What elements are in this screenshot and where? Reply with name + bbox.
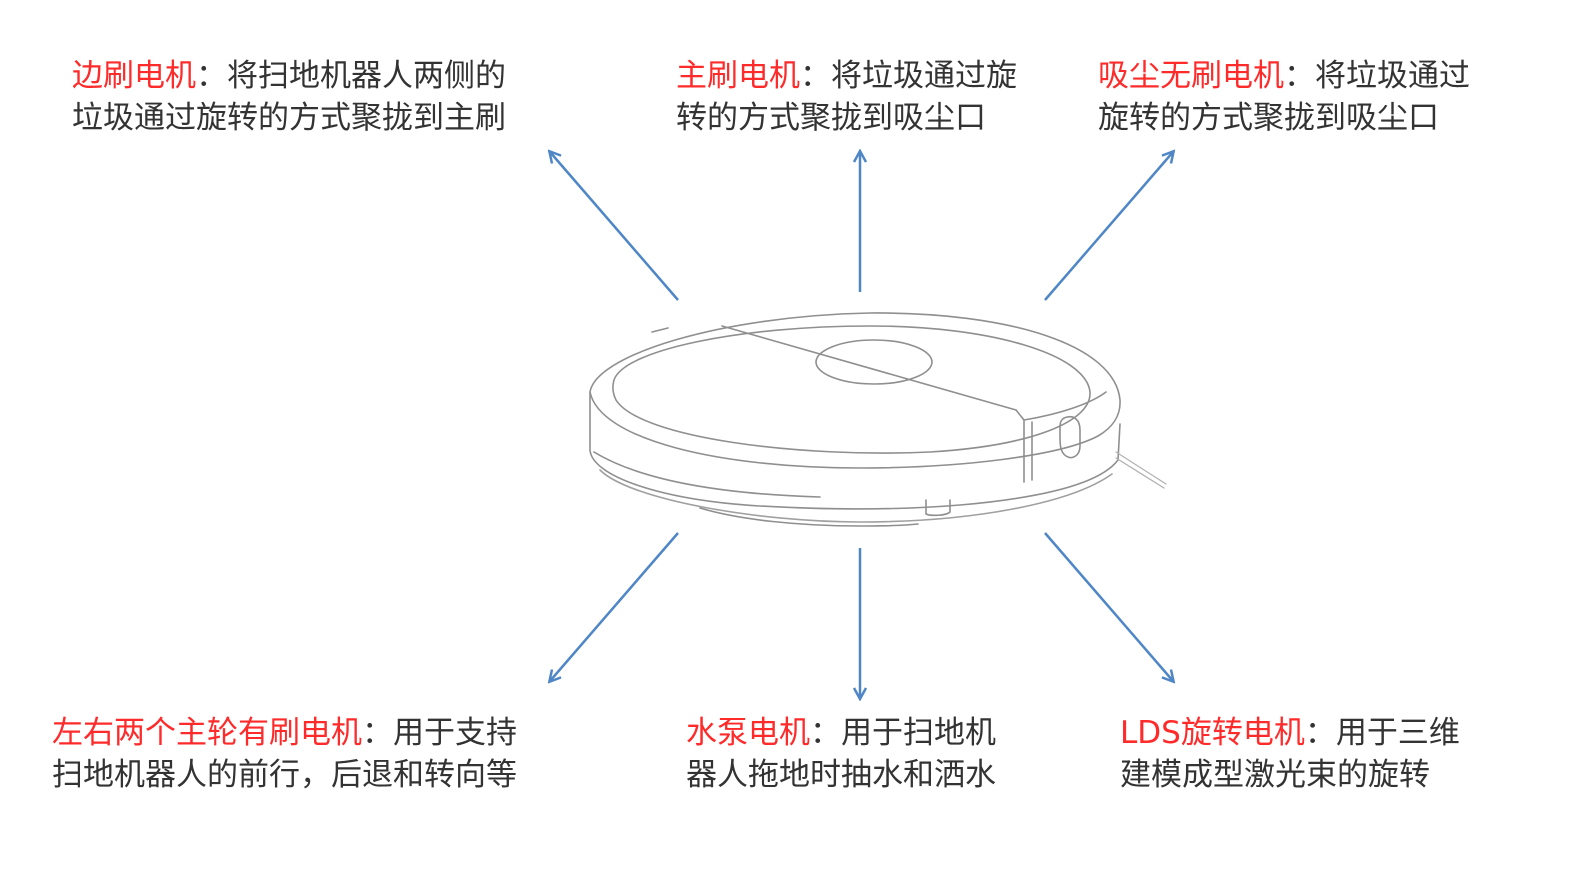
label-pump-line1: 水泵电机：用于扫地机 <box>686 712 996 754</box>
main-brush-title: 主刷电机 <box>676 58 800 94</box>
label-side-brush-line1: 边刷电机：将扫地机器人两侧的 <box>72 55 506 97</box>
label-main-brush-line1: 主刷电机：将垃圾通过旋 <box>676 55 1017 97</box>
pump-title: 水泵电机 <box>686 715 810 751</box>
arrow-vacuum <box>1044 152 1173 301</box>
label-pump-motor: 水泵电机：用于扫地机 器人拖地时抽水和洒水 <box>686 712 996 796</box>
side-brush-desc-2: 垃圾通过旋转的方式聚拢到主刷 <box>72 100 506 136</box>
label-main-brush-motor: 主刷电机：将垃圾通过旋 转的方式聚拢到吸尘口 <box>676 55 1017 139</box>
lds-desc-2: 建模成型激光束的旋转 <box>1120 757 1430 793</box>
main-brush-desc-1: ：将垃圾通过旋 <box>800 58 1017 94</box>
label-vacuum-motor: 吸尘无刷电机：将垃圾通过 旋转的方式聚拢到吸尘口 <box>1098 55 1470 139</box>
wheels-title: 左右两个主轮有刷电机 <box>52 715 362 751</box>
vacuum-desc-1: ：将垃圾通过 <box>1284 58 1470 94</box>
robot-vacuum-illustration <box>589 312 1167 527</box>
lds-desc-1: ：用于三维 <box>1304 715 1460 751</box>
arrow-side-brush <box>550 152 679 301</box>
main-brush-desc-2: 转的方式聚拢到吸尘口 <box>676 100 986 136</box>
pump-desc-1: ：用于扫地机 <box>810 715 996 751</box>
arrow-lds <box>1044 532 1173 681</box>
arrows <box>550 152 1173 698</box>
label-side-brush-motor: 边刷电机：将扫地机器人两侧的 垃圾通过旋转的方式聚拢到主刷 <box>72 55 506 139</box>
vacuum-title: 吸尘无刷电机 <box>1098 58 1284 94</box>
label-vacuum-line1: 吸尘无刷电机：将垃圾通过 <box>1098 55 1470 97</box>
lds-title: LDS旋转电机 <box>1120 715 1305 751</box>
wheels-desc-1: ：用于支持 <box>362 715 517 751</box>
label-lds-motor: LDS旋转电机：用于三维 建模成型激光束的旋转 <box>1120 712 1460 796</box>
vacuum-desc-2: 旋转的方式聚拢到吸尘口 <box>1098 100 1439 136</box>
arrow-wheels <box>550 532 679 681</box>
label-wheel-motors: 左右两个主轮有刷电机：用于支持 扫地机器人的前行，后退和转向等 <box>52 712 517 796</box>
pump-desc-2: 器人拖地时抽水和洒水 <box>686 757 996 793</box>
side-brush-desc-1: ：将扫地机器人两侧的 <box>196 58 506 94</box>
wheels-desc-2: 扫地机器人的前行，后退和转向等 <box>52 757 517 793</box>
label-wheels-line1: 左右两个主轮有刷电机：用于支持 <box>52 712 517 754</box>
side-brush-title: 边刷电机 <box>72 58 196 94</box>
label-lds-line1: LDS旋转电机：用于三维 <box>1120 712 1460 754</box>
